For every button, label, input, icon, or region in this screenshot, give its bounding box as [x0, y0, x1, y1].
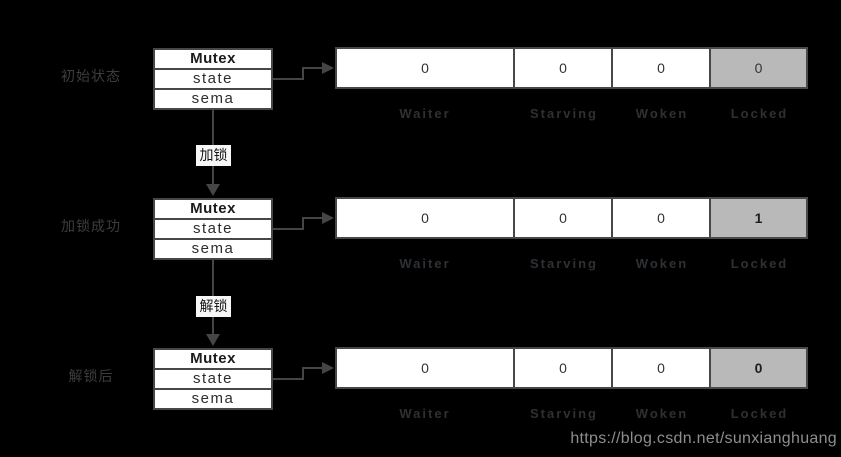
- column-label-woken: Woken: [635, 106, 689, 121]
- column-label-starving: Starving: [529, 106, 598, 121]
- transition-label-lock: 加锁: [196, 145, 231, 166]
- mutex-field-state: state: [153, 218, 273, 240]
- arrowhead-down-icon: [206, 184, 220, 196]
- column-label-woken: Woken: [635, 406, 689, 421]
- column-label-waiter: Waiter: [399, 256, 451, 271]
- arrowhead-right-icon: [322, 212, 334, 224]
- column-label-locked: Locked: [730, 106, 789, 121]
- cell-locked: 0: [711, 47, 808, 89]
- cell-locked: 0: [711, 347, 808, 389]
- mutex-field-sema: sema: [153, 238, 273, 260]
- state-bits-table: 0 0 0 0: [335, 47, 808, 89]
- cell-locked: 1: [711, 197, 808, 239]
- cell-starving: 0: [515, 197, 613, 239]
- connector-line: [273, 228, 304, 230]
- cell-waiter: 0: [335, 197, 515, 239]
- column-labels: Waiter Starving Woken Locked: [335, 406, 808, 421]
- column-label-starving: Starving: [529, 256, 598, 271]
- row-label: 解锁后: [68, 368, 114, 384]
- connector-line: [302, 67, 324, 69]
- cell-woken: 0: [613, 347, 711, 389]
- arrowhead-down-icon: [206, 334, 220, 346]
- column-label-waiter: Waiter: [399, 106, 451, 121]
- mutex-struct-box: Mutex state sema: [153, 198, 273, 260]
- state-bits-table: 0 0 0 0: [335, 347, 808, 389]
- arrowhead-right-icon: [322, 362, 334, 374]
- column-label-locked: Locked: [730, 256, 789, 271]
- mutex-field-sema: sema: [153, 88, 273, 110]
- mutex-struct-box: Mutex state sema: [153, 48, 273, 110]
- column-labels: Waiter Starving Woken Locked: [335, 106, 808, 121]
- connector-line: [273, 378, 304, 380]
- column-label-starving: Starving: [529, 406, 598, 421]
- state-row-locked: 加锁成功 Mutex state sema 0 0 0 1 Waiter Sta…: [0, 190, 841, 320]
- cell-waiter: 0: [335, 347, 515, 389]
- mutex-title: Mutex: [153, 348, 273, 370]
- column-labels: Waiter Starving Woken Locked: [335, 256, 808, 271]
- state-row-initial: 初始状态 Mutex state sema 0 0 0 0 Waiter Sta…: [0, 40, 841, 170]
- transition-label-unlock: 解锁: [196, 296, 231, 317]
- connector-line: [273, 78, 304, 80]
- connector-line: [302, 67, 304, 80]
- arrowhead-right-icon: [322, 62, 334, 74]
- state-bits-table: 0 0 0 1: [335, 197, 808, 239]
- mutex-struct-box: Mutex state sema: [153, 348, 273, 410]
- row-label: 加锁成功: [61, 218, 121, 234]
- connector-line: [302, 367, 304, 380]
- connector-line: [302, 367, 324, 369]
- cell-starving: 0: [515, 347, 613, 389]
- column-label-woken: Woken: [635, 256, 689, 271]
- cell-waiter: 0: [335, 47, 515, 89]
- mutex-field-state: state: [153, 368, 273, 390]
- mutex-field-state: state: [153, 68, 273, 90]
- mutex-title: Mutex: [153, 198, 273, 220]
- cell-woken: 0: [613, 197, 711, 239]
- cell-starving: 0: [515, 47, 613, 89]
- mutex-field-sema: sema: [153, 388, 273, 410]
- cell-woken: 0: [613, 47, 711, 89]
- connector-line: [302, 217, 304, 230]
- mutex-title: Mutex: [153, 48, 273, 70]
- state-row-unlocked: 解锁后 Mutex state sema 0 0 0 0 Waiter Star…: [0, 340, 841, 457]
- watermark-url: https://blog.csdn.net/sunxianghuang: [570, 430, 837, 447]
- column-label-locked: Locked: [730, 406, 789, 421]
- column-label-waiter: Waiter: [399, 406, 451, 421]
- connector-line: [302, 217, 324, 219]
- row-label: 初始状态: [61, 68, 121, 84]
